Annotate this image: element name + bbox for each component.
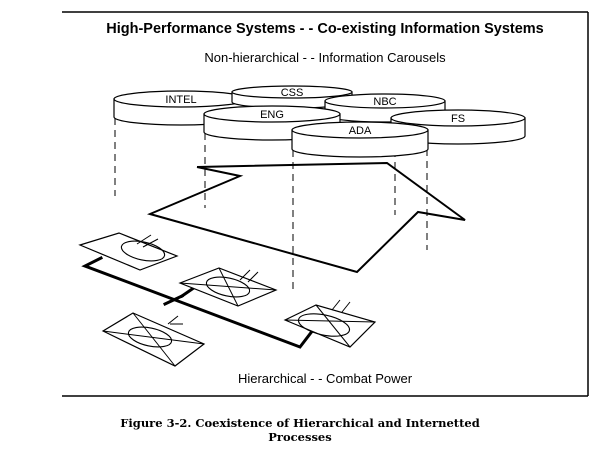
figure-caption: Figure 3-2. Coexistence of Hierarchical … [0,416,600,444]
unit-antenna-icon [167,315,179,325]
carousel-disc-css: CSS [231,85,353,109]
unit-frame [283,304,377,348]
unit-cross-line [315,304,351,348]
hierarchical-label: Hierarchical - - Combat Power [237,371,413,386]
disc-label-fs: FS [451,113,465,125]
unit-cross-line [218,267,239,307]
unit-tiles [78,232,377,367]
unit-cross-line [132,312,176,367]
disc-label-css: CSS [281,87,304,99]
unit-symbol-ellipse [205,276,251,298]
network-boundary [146,161,466,274]
caption-line-1: Figure 3-2. Coexistence of Hierarchical … [120,416,480,430]
dashed-connectors [114,118,428,290]
unit-antenna-icon [239,269,251,281]
disc-label-ada: ADA [349,125,372,137]
unit-tile-3 [101,312,206,367]
unit-tile-1 [78,232,179,271]
carousel-disc-intel: INTEL [113,90,249,126]
unit-antenna-icon [331,299,341,311]
carousel-disc-ada: ADA [291,121,429,158]
unit-symbol-ellipse [127,326,173,348]
figure-frame [62,11,589,397]
disc-label-eng: ENG [260,109,284,121]
disc-top [291,121,429,139]
unit-tile-2 [178,267,278,307]
disc-top [231,85,353,99]
unit-tile-4 [283,299,377,348]
disc-top [203,105,341,123]
unit-antenna-icon [142,238,159,248]
unit-cross-line [284,319,376,323]
disc-top [390,109,526,127]
disc-label-nbc: NBC [373,96,396,108]
unit-antenna-icon [247,271,259,283]
unit-antenna-icon [341,301,351,313]
unit-frame [78,232,179,271]
caption-line-2: Processes [268,430,332,444]
unit-cross-line [102,330,205,345]
carousel-discs: INTEL CSS NBC ENG FS ADA [113,85,526,158]
unit-symbol-ellipse [297,313,351,337]
diagram-title: High-Performance Systems - - Co-existing… [106,21,544,37]
unit-symbol-ellipse [120,240,166,262]
diagram-subtitle: Non-hierarchical - - Information Carouse… [204,50,446,65]
unit-antenna-icon [136,234,152,245]
disc-label-intel: INTEL [165,94,196,106]
disc-top [324,93,446,109]
